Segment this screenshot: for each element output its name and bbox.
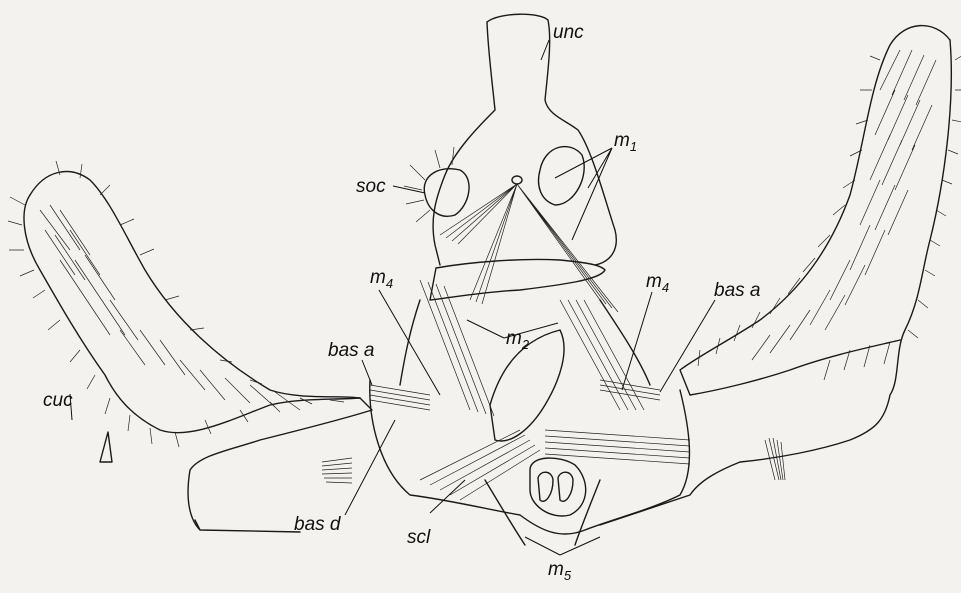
- label-scl: scl: [407, 527, 431, 548]
- label-bas-a-right: bas a: [714, 280, 760, 301]
- label-unc: unc: [553, 22, 584, 43]
- label-bas-d: bas d: [294, 514, 342, 535]
- label-cuc: cuc: [43, 390, 73, 411]
- label-soc: soc: [356, 176, 386, 197]
- label-bas-a-left: bas a: [328, 340, 374, 361]
